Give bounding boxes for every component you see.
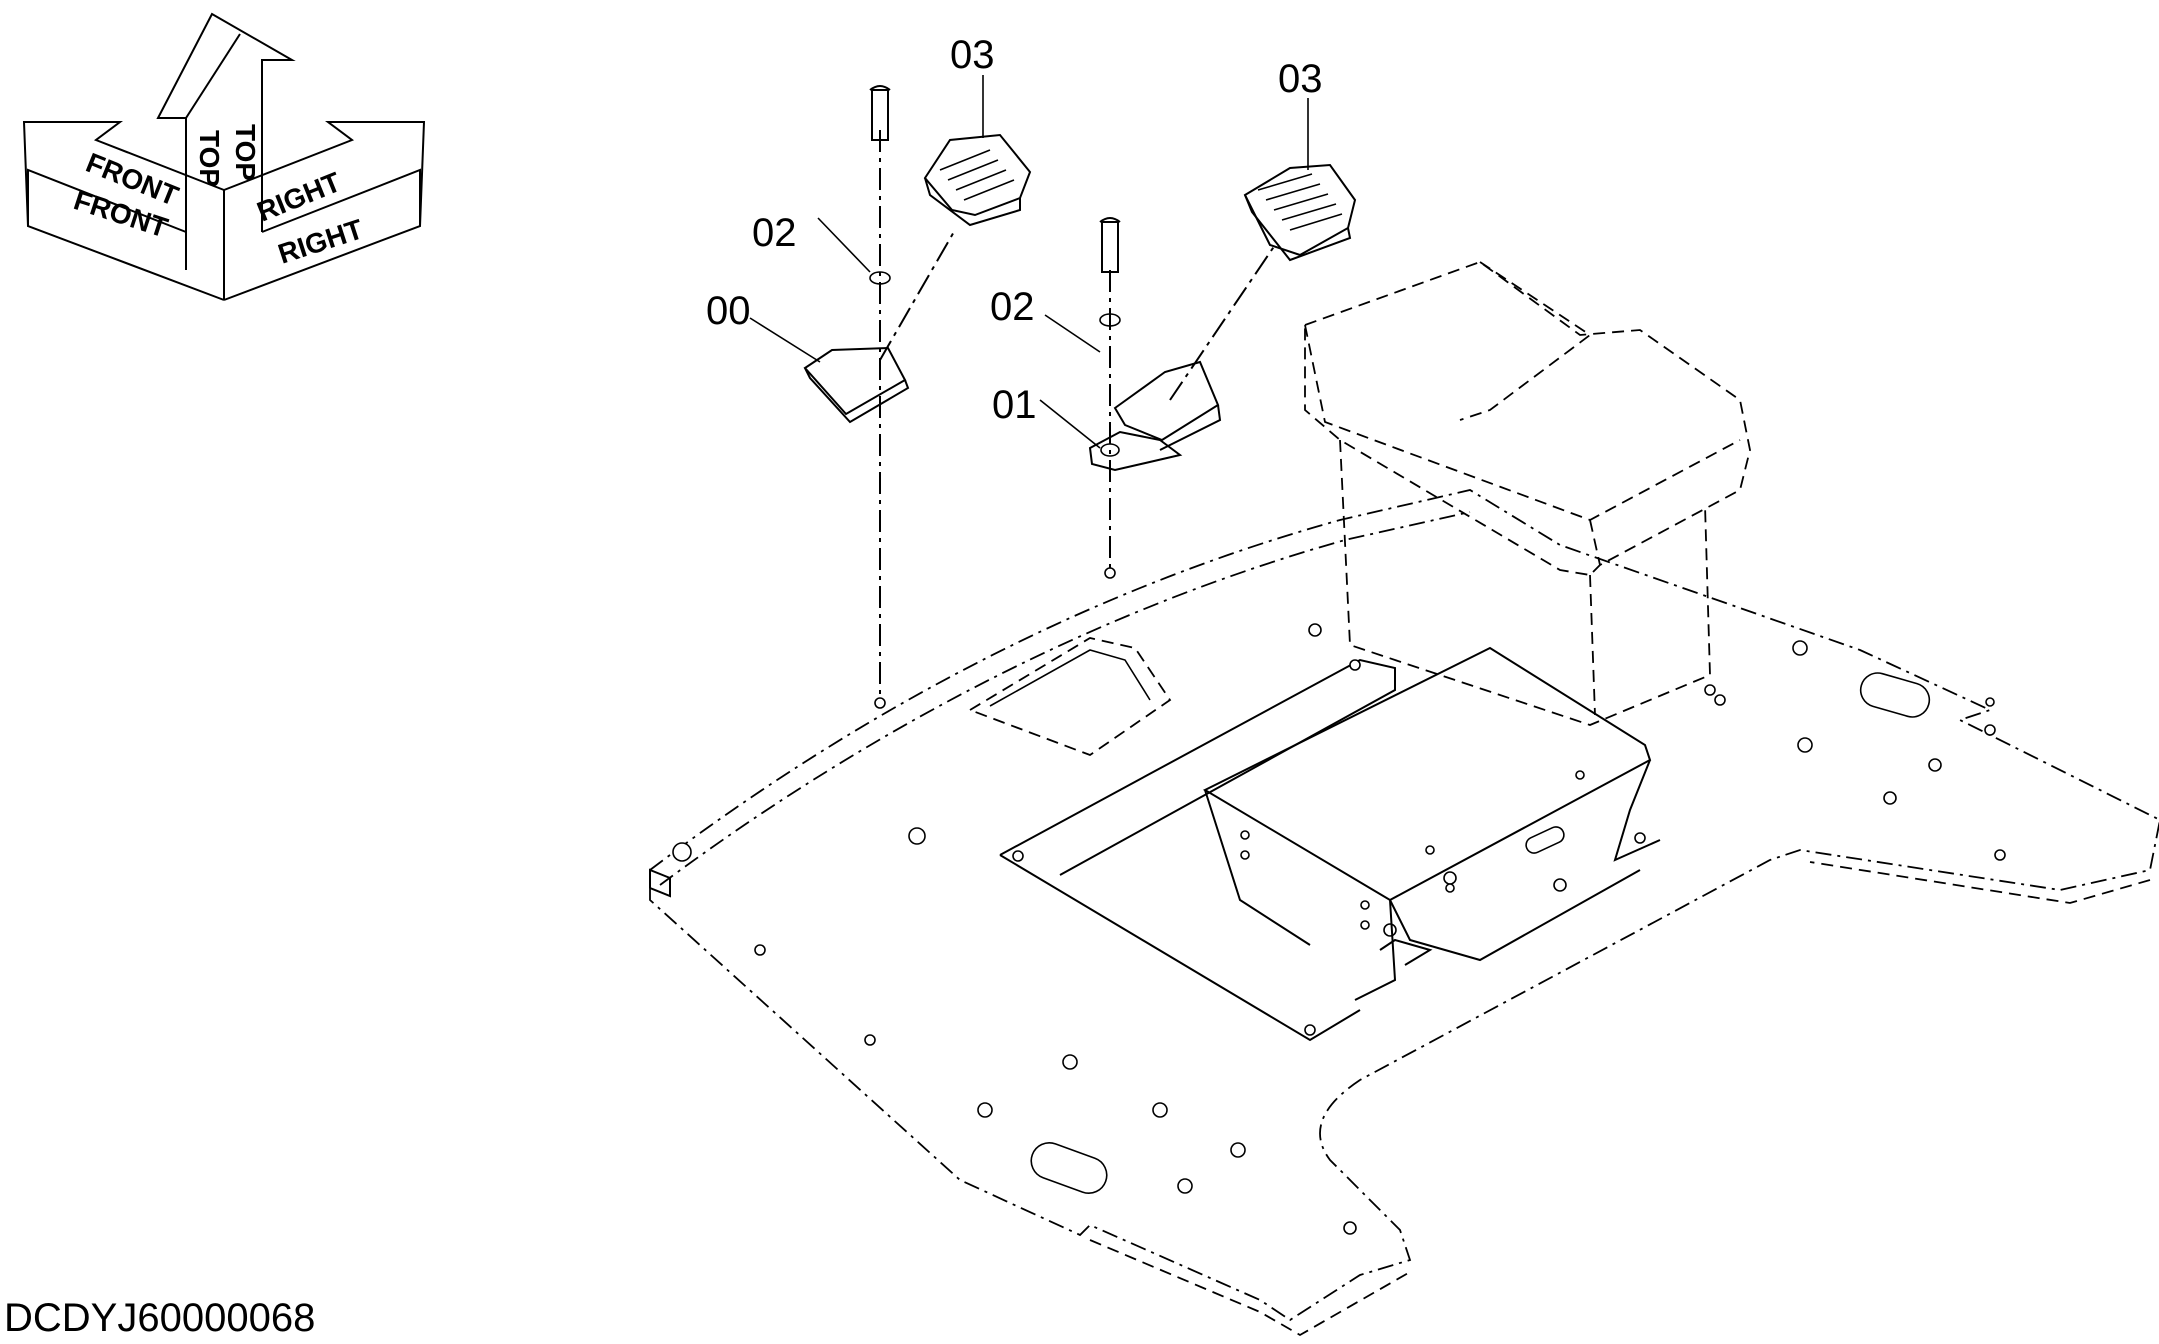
console-box: [999, 646, 1661, 1042]
orientation-top-label: TOP: [194, 130, 225, 187]
floor-plate: [649, 489, 2159, 1337]
orientation-indicator: TOP TOP FRONT FRONT RIGHT RIGHT: [22, 12, 426, 301]
drawing-code: DCDYJ60000068: [4, 1296, 316, 1340]
callout-right-washer: 02: [990, 285, 1035, 329]
orientation-top-label-2: TOP: [230, 124, 261, 181]
slot-hole-right: [1859, 672, 1931, 718]
callout-left-pedal: 03: [950, 33, 995, 77]
leader-lines: [749, 75, 1309, 449]
left-pedal-assembly: [803, 85, 1032, 709]
slot-hole-front: [1030, 1142, 1108, 1194]
right-pedal-assembly: [1088, 163, 1357, 579]
callout-bracket: 01: [992, 383, 1037, 427]
callout-right-pedal: 03: [1278, 57, 1323, 101]
callouts: 03 03 02 02 00 01: [706, 33, 1323, 427]
callout-left-washer: 02: [752, 211, 797, 255]
callout-cover-plate: 00: [706, 289, 751, 333]
seat: [1304, 260, 1751, 726]
